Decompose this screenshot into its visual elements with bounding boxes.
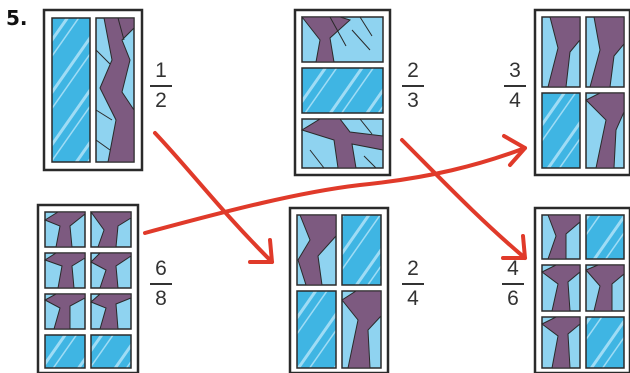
denominator: 2 <box>155 88 167 112</box>
denominator: 8 <box>155 286 167 310</box>
fraction-bar <box>150 85 172 87</box>
denominator: 6 <box>507 286 519 310</box>
numerator: 6 <box>155 257 167 280</box>
numerator: 2 <box>407 59 419 82</box>
fraction-label-2-3: 2 3 <box>398 60 428 112</box>
arrow-1-2-to-2-4 <box>153 131 274 264</box>
fraction-bar <box>502 283 524 285</box>
fraction-bar <box>150 283 172 285</box>
denominator: 4 <box>407 286 419 310</box>
window-2-4 <box>288 206 390 373</box>
fraction-label-6-8: 6 8 <box>146 258 176 310</box>
arrowhead-6-8-to-3-4 <box>502 134 527 167</box>
arrow-6-8-to-3-4 <box>143 146 527 235</box>
match-arrows <box>143 131 527 264</box>
window-2-3 <box>293 8 392 177</box>
numerator: 3 <box>509 59 521 82</box>
arrowhead-2-3-to-4-6 <box>501 234 527 260</box>
window-1-2 <box>42 8 144 172</box>
numerator: 4 <box>507 257 519 280</box>
denominator: 3 <box>407 88 419 112</box>
fraction-label-4-6: 4 6 <box>498 258 528 310</box>
fraction-label-3-4: 3 4 <box>500 60 530 112</box>
fraction-bar <box>402 283 424 285</box>
window-4-6 <box>533 206 630 373</box>
numerator: 2 <box>407 257 419 280</box>
fraction-bar <box>402 85 424 87</box>
window-6-8 <box>36 203 140 373</box>
problem-number: 5. <box>6 6 28 30</box>
arrow-2-3-to-4-6 <box>400 138 527 260</box>
arrowhead-1-2-to-2-4 <box>248 238 274 264</box>
numerator: 1 <box>155 59 167 82</box>
window-3-4 <box>533 8 630 177</box>
fraction-label-1-2: 1 2 <box>146 60 176 112</box>
fraction-bar <box>504 85 526 87</box>
fraction-label-2-4: 2 4 <box>398 258 428 310</box>
denominator: 4 <box>509 88 521 112</box>
pane-intact <box>51 17 91 163</box>
